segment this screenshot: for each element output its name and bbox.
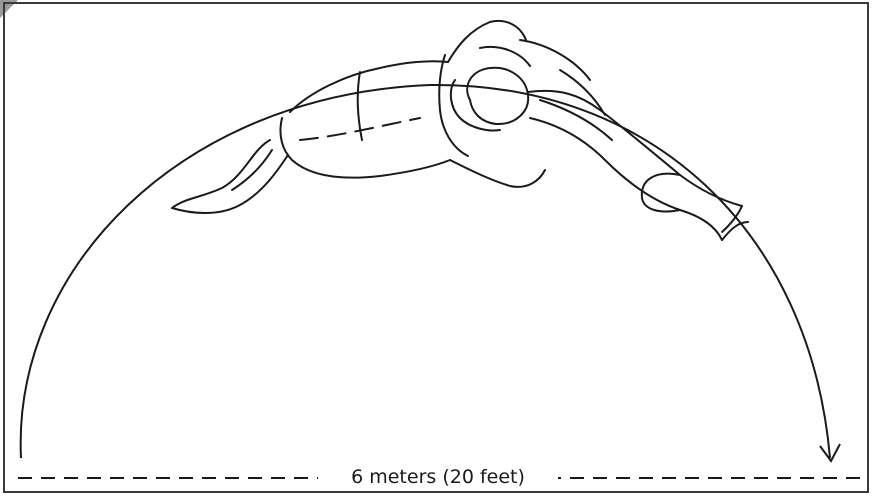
trajectory-arc bbox=[21, 85, 830, 458]
distance-label: 6 meters (20 feet) bbox=[318, 463, 558, 491]
diver-figure bbox=[172, 21, 748, 240]
